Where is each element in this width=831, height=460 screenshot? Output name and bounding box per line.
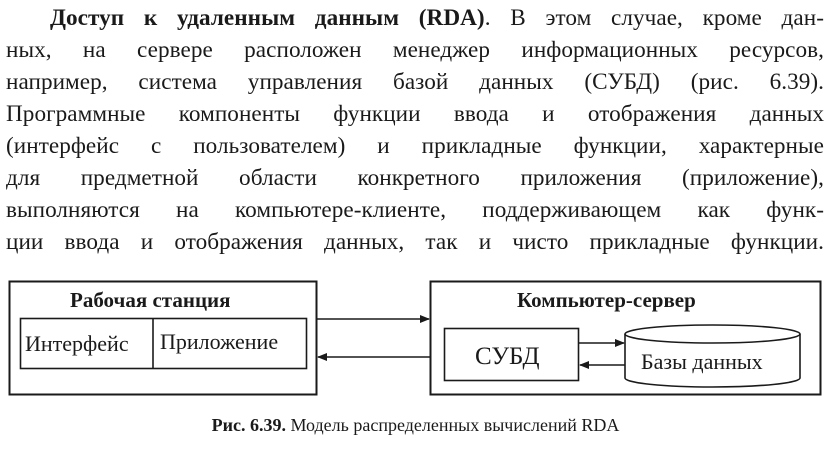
rda-diagram: Рабочая станция Интерфейс Приложение Ком… [0,270,831,400]
interface-label: Интерфейс [25,331,129,356]
dbms-label: СУБД [475,343,540,370]
workstation-box [8,280,318,396]
caption-label: Рис. 6.39. [211,415,286,435]
paragraph-line-8: ции ввода и отображения данных, так и чи… [6,229,824,255]
diagram-shapes [8,280,822,396]
databases-label: Базы данных [641,349,763,374]
dbms-box [443,327,580,382]
paragraph-line-7: выполняются на компьютере-клиенте, подде… [6,197,824,223]
database-cylinder-icon [624,324,801,388]
workstation-inner-row [19,317,308,370]
paragraph-line-1: Доступ к удаленным данным (RDA). В этом … [50,5,824,31]
paragraph-term: Доступ к удаленным данным (RDA) [50,5,485,31]
paragraph-line-2: ных, на сервере расположен менеджер инфо… [6,37,824,63]
body-paragraph: Доступ к удаленным данным (RDA). В этом … [6,2,824,258]
server-box [429,280,822,396]
paragraph-line-5: (интерфейс с пользователем) и прикладные… [6,133,824,159]
application-label: Приложение [160,329,279,354]
paragraph-line-4: Программные компоненты функции ввода и о… [6,101,824,127]
server-title: Компьютер-сервер [517,288,696,312]
paragraph-line-6: для предметной области конкретного прило… [6,165,824,191]
caption-text: Модель распределенных вычислений RDA [290,415,620,435]
paragraph-line-3: например, система управления базой данны… [6,69,824,95]
figure-caption: Рис. 6.39. Модель распределенных вычисле… [0,415,831,436]
workstation-title: Рабочая станция [70,288,231,312]
